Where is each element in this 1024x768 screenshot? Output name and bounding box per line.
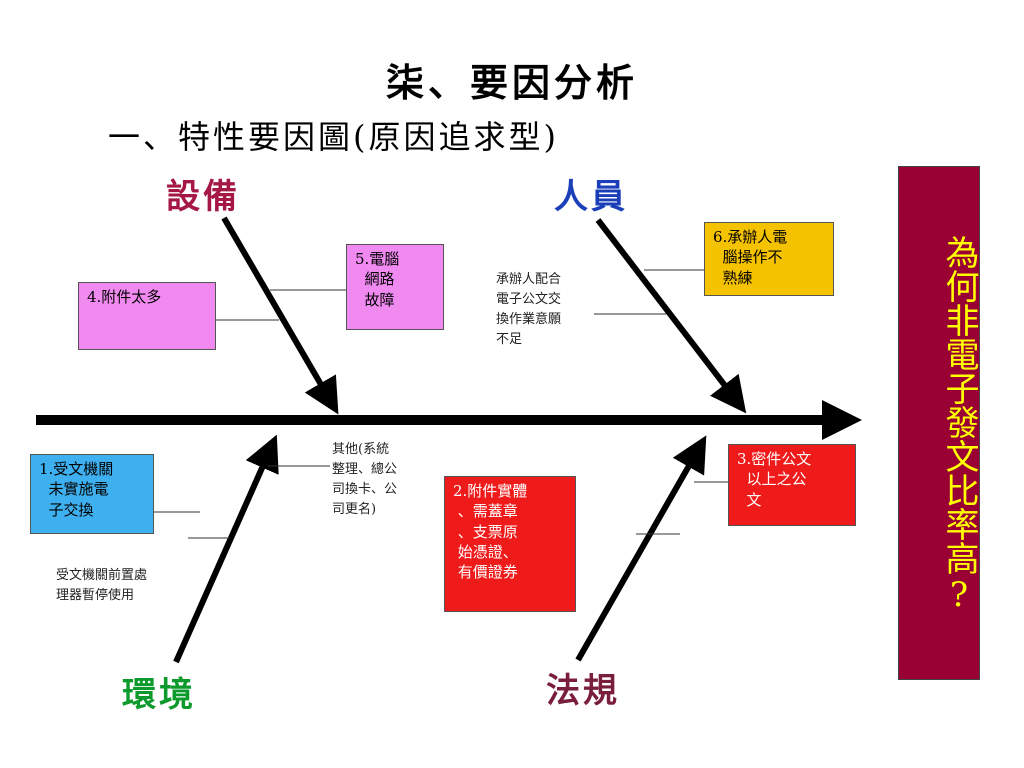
page-subtitle: 一、特性要因圖(原因追求型) <box>108 118 559 156</box>
cause-box-label: 4.附件太多 <box>87 288 162 306</box>
cause-box-label: 5.電腦 網路 故障 <box>355 250 400 309</box>
cause-box-label: 1.受文機關 未實施電 子交換 <box>39 460 114 519</box>
cause-box-network-failure: 5.電腦 網路 故障 <box>346 244 444 330</box>
note-other: 其他(系統 整理、總公 司換卡、公 司更名) <box>332 442 398 518</box>
cause-box-label: 3.密件公文 以上之公 文 <box>737 450 812 509</box>
effect-box: 為何非電子發文比率高? <box>898 166 980 680</box>
bone-personnel <box>595 218 747 414</box>
cause-box-classified: 3.密件公文 以上之公 文 <box>728 444 856 526</box>
category-label-environment: 環境 <box>122 675 196 715</box>
connector-lines <box>154 269 728 539</box>
bone-equipment <box>221 216 339 415</box>
category-label-personnel: 人員 <box>554 177 628 217</box>
bone-regulation <box>575 435 707 662</box>
cause-box-computer-skills: 6.承辦人電 腦操作不 熟練 <box>704 222 834 296</box>
cause-box-no-exchange: 1.受文機關 未實施電 子交換 <box>30 454 154 534</box>
cause-box-physical-attachments: 2.附件實體 、需蓋章 、支票原 始憑證、 有價證券 <box>444 476 576 612</box>
page-title: 柒、要因分析 <box>385 60 638 105</box>
category-label-regulation: 法規 <box>546 671 620 711</box>
note-willingness: 承辦人配合 電子公文交 換作業意願 不足 <box>496 272 562 348</box>
note-preprocessor: 受文機關前置處 理器暫停使用 <box>56 568 148 604</box>
cause-box-label: 2.附件實體 、需蓋章 、支票原 始憑證、 有價證券 <box>453 482 528 581</box>
category-label-equipment: 設備 <box>166 177 240 217</box>
cause-box-attachments: 4.附件太多 <box>78 282 216 350</box>
cause-box-label: 6.承辦人電 腦操作不 熟練 <box>713 228 788 287</box>
bone-environment <box>173 434 279 664</box>
